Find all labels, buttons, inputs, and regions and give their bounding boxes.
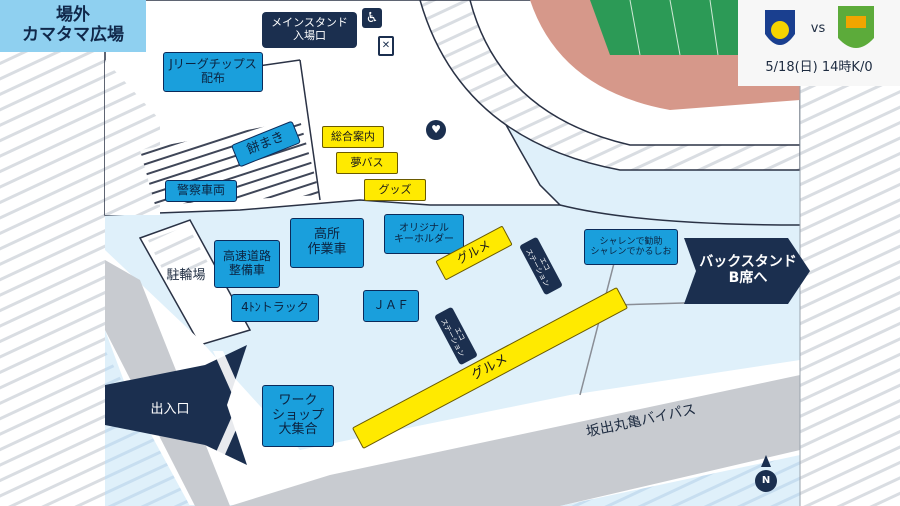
workshop-booth[interactable]: ワーク ショップ 大集合 bbox=[262, 385, 334, 447]
original-keyholder-booth[interactable]: オリジナル キーホルダー bbox=[384, 214, 464, 254]
page-title: 場外 カマタマ広場 bbox=[0, 0, 146, 52]
info-desk[interactable]: 総合案内 bbox=[322, 126, 384, 148]
goods-booth[interactable]: グッズ bbox=[364, 179, 426, 201]
pitch bbox=[590, 0, 740, 55]
police-vehicle-booth[interactable]: 警察車両 bbox=[165, 180, 237, 202]
entrance-exit-arrow[interactable] bbox=[105, 345, 247, 465]
away-team-emblem-icon bbox=[838, 6, 874, 48]
match-info: vs 5/18(日) 14時K/0 bbox=[738, 0, 900, 86]
back-stand-arrow[interactable] bbox=[684, 238, 810, 304]
high-place-vehicle-booth[interactable]: 高所 作業車 bbox=[290, 218, 364, 268]
vs-label: vs bbox=[810, 20, 826, 36]
jaf-booth[interactable]: ＪＡＦ bbox=[363, 290, 419, 322]
back-stand-label: バックスタンド B席へ bbox=[699, 253, 797, 286]
main-stand-entrance[interactable]: メインスタンド 入場口 bbox=[262, 12, 357, 48]
entrance-exit-label: 出入口 bbox=[150, 401, 190, 417]
aed-icon: ♥ bbox=[426, 120, 446, 140]
jleague-chips-booth[interactable]: Jリーグチップス 配布 bbox=[163, 52, 263, 92]
truck-4t-booth[interactable]: 4ﾄﾝトラック bbox=[231, 294, 319, 322]
road-bypass bbox=[230, 375, 800, 506]
home-team-emblem-icon bbox=[765, 10, 795, 45]
match-datetime: 5/18(日) 14時K/0 bbox=[765, 59, 873, 75]
drink-cup-icon: ✕ bbox=[378, 36, 394, 56]
compass-letter: N bbox=[761, 475, 771, 487]
building-hatch bbox=[105, 60, 160, 215]
bicycle-parking-label: 駐輪場 bbox=[166, 267, 206, 283]
compass-icon: N bbox=[754, 455, 778, 495]
dream-bus[interactable]: 夢バス bbox=[336, 152, 398, 174]
wheelchair-icon: ♿ bbox=[362, 8, 382, 28]
shuttlecock-booth[interactable]: シャレンで勧助 シャレンでかるしお bbox=[584, 229, 678, 265]
highway-vehicle-booth[interactable]: 高速道路 整備車 bbox=[214, 240, 280, 288]
